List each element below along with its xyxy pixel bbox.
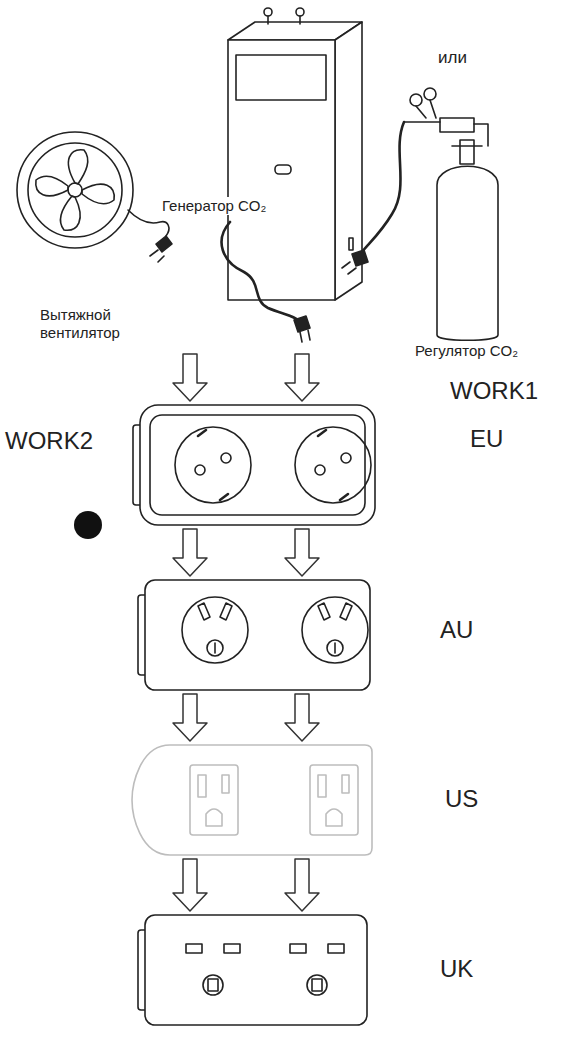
note-label: или (438, 48, 467, 68)
us-strip-node: US (145, 745, 370, 855)
flow-arrow (173, 354, 207, 401)
eu-socket-strip (133, 405, 375, 525)
fan-drawing (17, 132, 172, 262)
node-label: Регулятор CO₂ (415, 342, 518, 360)
flow-arrow (173, 529, 207, 576)
marker-dot (74, 511, 102, 539)
node-label: Вытяжной вентилятор (40, 306, 145, 342)
au-socket-strip (138, 580, 370, 690)
node-label: Генератор CO₂ (160, 197, 268, 215)
flow-arrow (173, 694, 207, 741)
generator-node: Генератор CO₂ (160, 5, 370, 350)
us-socket-strip (132, 745, 372, 855)
node-label: AU (440, 616, 473, 645)
node-label: WORK1 (450, 377, 538, 406)
co2-regulator-drawing (342, 88, 498, 340)
node-label: EU (470, 425, 503, 454)
eu-strip-node: WORK2WORK1EU (140, 405, 375, 525)
node-label: US (445, 785, 478, 814)
uk-socket-strip (138, 915, 367, 1025)
flow-arrow (285, 354, 319, 401)
flow-arrow (173, 859, 207, 911)
node-label: WORK2 (5, 427, 93, 456)
uk-strip-node: UK (145, 915, 367, 1025)
regulator-node: Регулятор CO₂ (395, 80, 565, 370)
flow-arrow (285, 694, 319, 741)
flow-arrow (285, 859, 319, 911)
node-label: UK (440, 955, 473, 984)
flow-arrow (285, 529, 319, 576)
au-strip-node: AU (145, 580, 370, 690)
fan-node: Вытяжной вентилятор (10, 120, 200, 350)
co2-generator-drawing (222, 8, 362, 342)
